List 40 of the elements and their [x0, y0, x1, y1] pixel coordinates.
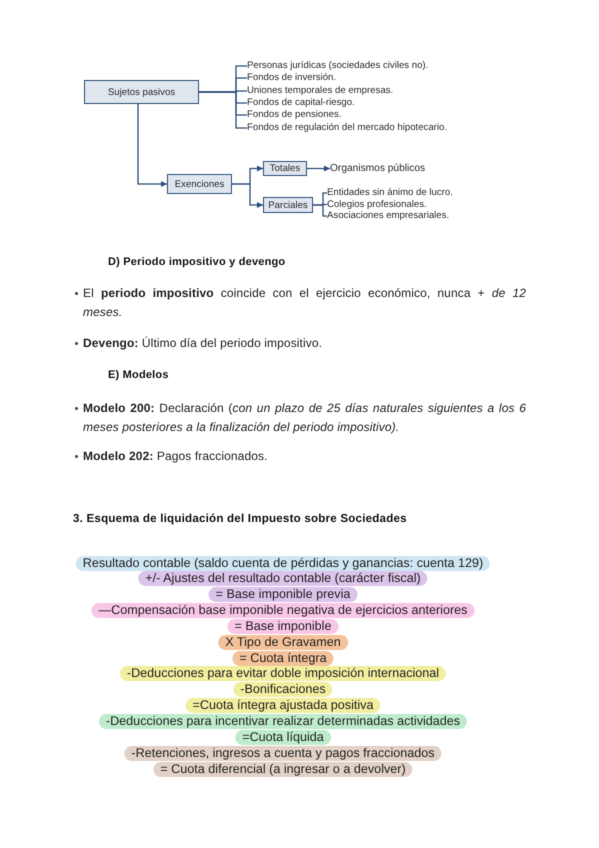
list-item-text: Fondos de pensiones.: [247, 109, 342, 121]
list-item-text: Uniones temporales de empresas.: [247, 85, 394, 97]
bullet-text: El periodo impositivo coincide con el ejercicio económico, nunca + de 12 meses.: [83, 284, 526, 320]
list-item-text: Colegios profesionales.: [327, 198, 427, 210]
highlighted-step: +/- Ajustes del resultado contable (carácter fiscal): [138, 571, 428, 586]
highlighted-step: -Retenciones, ingresos a cuenta y pagos fraccionados: [124, 746, 442, 761]
bullet-text: Devengo: Último día del periodo impositivo.: [83, 334, 324, 352]
highlighted-step: -Bonificaciones: [233, 682, 333, 698]
highlighted-step: =Cuota íntegra ajustada positiva: [186, 698, 380, 714]
category-box: Exenciones: [167, 174, 232, 194]
highlighted-step: X Tipo de Gravamen: [218, 634, 348, 650]
highlighted-step: = Base imponible previa: [208, 587, 358, 602]
section-heading: D) Periodo impositivo y devengo: [108, 255, 286, 269]
section-heading: E) Modelos: [108, 368, 169, 382]
highlighted-step: -Deducciones para incentivar realizar determinadas actividades: [98, 714, 468, 729]
highlighted-step: Resultado contable (saldo cuenta de pérdidas y ganancias: cuenta 129): [76, 556, 490, 570]
arrow: [232, 183, 263, 208]
highlighted-step: —Compensación base imponible negativa de ejercicios anteriores: [92, 603, 474, 618]
list-item-text: Fondos de capital-riesgo.: [247, 97, 355, 109]
connector-line: [313, 204, 327, 217]
bullet-text: Modelo 200: Declaración (con un plazo de 25 días naturales siguientes a los 6 meses posteriores a la finalización del periodo impositivo).: [83, 400, 526, 436]
category-box: Parciales: [263, 197, 313, 213]
arrow: [137, 104, 167, 187]
arrow: [307, 166, 330, 172]
highlighted-step: =Cuota líquida: [235, 730, 331, 745]
category-box: Sujetos pasivos: [84, 80, 199, 104]
category-box: Totales: [263, 161, 307, 176]
bullet-text: Modelo 202: Pagos fraccionados.: [83, 448, 269, 464]
list-item-text: Asociaciones empresariales.: [327, 210, 450, 222]
list-item-text: Entidades sin ánimo de lucro.: [327, 187, 453, 199]
highlighted-step: = Cuota diferencial (a ingresar o a devolver): [153, 762, 413, 777]
highlighted-step: = Base imponible: [228, 618, 338, 634]
list-item-text: Fondos de inversión.: [247, 72, 336, 84]
connector-line: [199, 91, 247, 129]
list-item-text: Personas jurídicas (sociedades civiles no).: [247, 60, 428, 72]
highlighted-step: -Deducciones para evitar doble imposición internacional: [120, 666, 446, 682]
list-item-text: Fondos de regulación del mercado hipotecario.: [247, 122, 447, 134]
section-heading: 3. Esquema de liquidación del Impuesto sobre Sociedades: [73, 512, 407, 526]
list-item-text: Organismos públicos: [330, 163, 426, 175]
highlighted-step: = Cuota íntegra: [232, 650, 334, 666]
